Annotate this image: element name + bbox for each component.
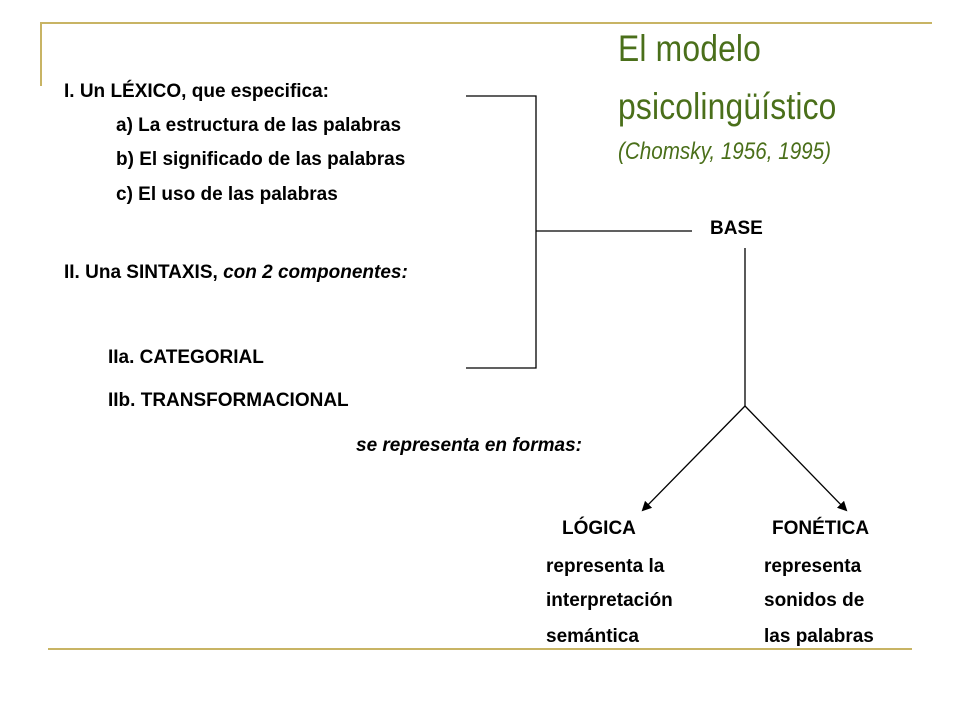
syntax-heading: II. Una SINTAXIS, con 2 componentes: <box>64 263 408 282</box>
syntax-heading-italic: con 2 componentes: <box>223 262 408 283</box>
title-line-2: psicolingüístico <box>618 86 837 127</box>
citation: (Chomsky, 1956, 1995) <box>618 138 832 165</box>
represents-label: se representa en formas: <box>356 435 582 456</box>
fonetica-line-3: las palabras <box>764 626 874 647</box>
arrow-to-logica <box>641 405 746 512</box>
base-label: BASE <box>710 218 763 239</box>
slide-title-2: psicolingüístico <box>618 86 872 128</box>
lexicon-heading: I. Un LÉXICO, que especifica: <box>64 81 330 102</box>
syntax-heading-main: II. Una SINTAXIS, <box>64 262 224 283</box>
bracket-lexicon-syntax <box>466 95 537 369</box>
lexicon-item-c: c) El uso de las palabras <box>116 184 338 205</box>
frame-left-line <box>40 22 42 86</box>
syntax-component-categorial: IIa. CATEGORIAL <box>108 347 264 368</box>
frame-top-line <box>40 22 932 24</box>
fonetica-line-2: sonidos de <box>764 590 865 611</box>
fonetica-line-1: representa <box>764 556 862 577</box>
lexicon-item-b: b) El significado de las palabras <box>116 149 406 170</box>
logica-line-3: semántica <box>546 626 639 647</box>
logica-label: LÓGICA <box>562 518 636 539</box>
syntax-component-transformacional: IIb. TRANSFORMACIONAL <box>108 390 349 411</box>
logica-line-1: representa la <box>546 556 665 577</box>
slide-title: El modelo <box>618 28 784 70</box>
lexicon-item-a: a) La estructura de las palabras <box>116 115 402 136</box>
logica-line-2: interpretación <box>546 590 673 611</box>
fonetica-label: FONÉTICA <box>772 518 870 539</box>
frame-bottom-line <box>48 648 912 650</box>
arrow-to-fonetica <box>744 405 848 512</box>
title-line-1: El modelo <box>618 28 762 69</box>
